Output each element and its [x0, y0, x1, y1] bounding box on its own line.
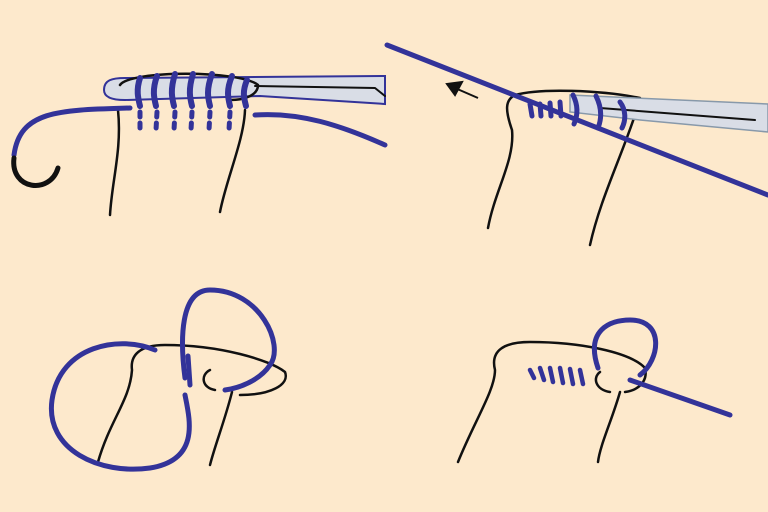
line-standing	[11, 105, 388, 158]
needle-eye-line	[254, 85, 386, 97]
wraps	[527, 92, 628, 131]
panel-step-2	[384, 42, 768, 247]
wraps	[134, 71, 250, 109]
wraps	[527, 365, 586, 387]
wraps-back	[137, 109, 233, 133]
fishhook-icon	[11, 155, 61, 188]
finger-outline	[96, 343, 287, 467]
knot-icon	[591, 317, 733, 418]
panel-step-1	[11, 71, 388, 217]
panel-step-3	[48, 287, 287, 472]
line-through	[185, 353, 193, 388]
arrow-icon	[445, 80, 479, 99]
panel-step-4	[456, 317, 733, 464]
loop-icon	[48, 287, 277, 472]
finger-outline	[108, 108, 247, 217]
finger-outline	[486, 89, 642, 247]
